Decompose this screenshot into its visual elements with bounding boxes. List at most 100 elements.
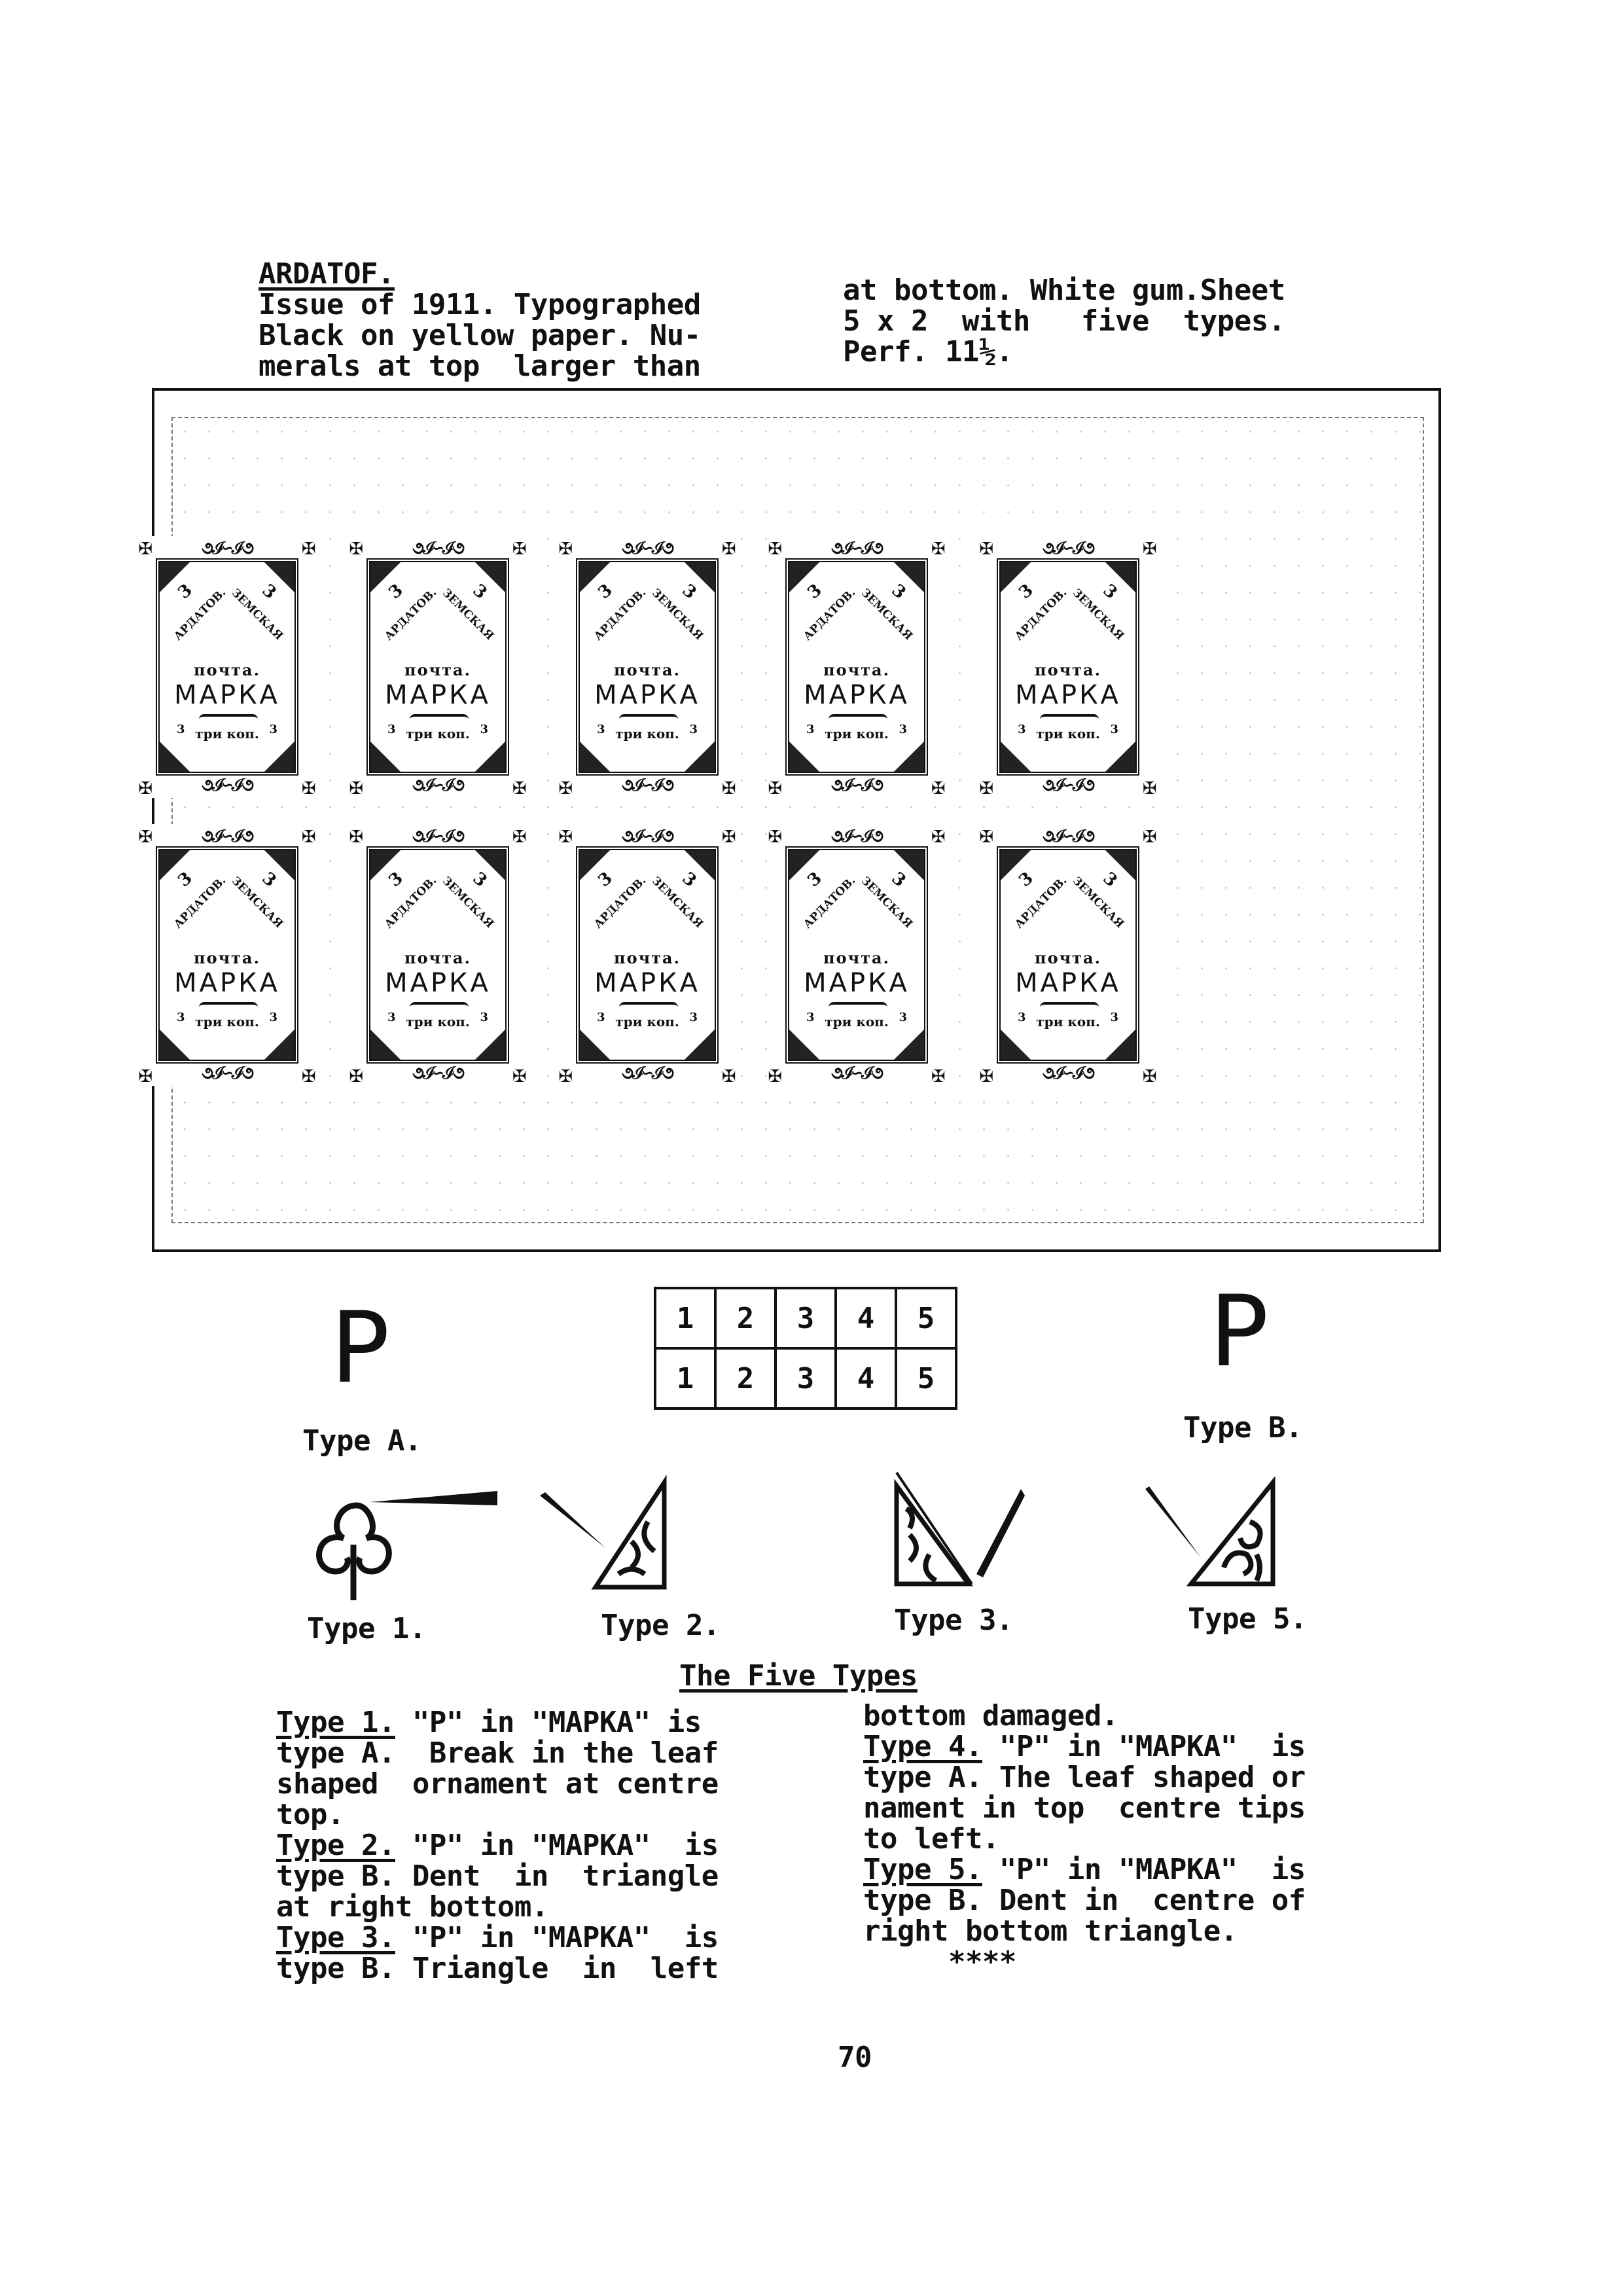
description-text: "P" in "MAPKA" is	[395, 1706, 702, 1739]
scroll-ornament-icon: ૭ℐ∽ℐ૭	[621, 539, 674, 558]
scroll-ornament-icon: ૭ℐ∽ℐ૭	[201, 776, 254, 795]
stamp-value: три коп.	[615, 726, 679, 742]
description-line: right bottom triangle.	[863, 1914, 1238, 1948]
stamp-marka: МАРКА	[385, 968, 491, 998]
description-line: type A. Break in the leaf	[276, 1736, 719, 1770]
description-line: nament in top centre tips	[863, 1791, 1306, 1825]
stamp-numeral: 3	[899, 723, 907, 736]
type-2-triangle-icon	[540, 1475, 667, 1590]
corner-ornament-icon: ✠	[139, 534, 152, 560]
description-text: "P" in "MAPKA" is	[982, 1730, 1306, 1763]
flaw-type-5-label: Type 5.	[1188, 1602, 1307, 1636]
corner-ornament-icon: ✠	[349, 774, 363, 800]
scroll-ornament-icon: ૭ℐ∽ℐ૭	[830, 776, 883, 795]
brace-ornament	[829, 714, 887, 722]
cell: 3	[774, 1347, 837, 1410]
letter-type-a-label: Type A.	[302, 1424, 421, 1458]
scroll-ornament-icon: ૭ℐ∽ℐ૭	[412, 776, 465, 795]
description-line: top.	[276, 1798, 344, 1831]
stamp-pochta: почта.	[823, 948, 890, 967]
flaw-type-1-label: Type 1.	[307, 1612, 426, 1645]
scroll-ornament-icon: ૭ℐ∽ℐ૭	[830, 827, 883, 846]
stamp-value: три коп.	[1036, 726, 1100, 742]
description-line: to left.	[863, 1822, 999, 1856]
corner-ornament-icon: ✠	[768, 822, 782, 848]
stamp-value: три коп.	[615, 1014, 679, 1030]
stamp-pochta: почта.	[404, 660, 471, 679]
stamp-marka: МАРКА	[804, 968, 910, 998]
stamp-numeral: 3	[387, 1011, 396, 1024]
stamp-numeral: 3	[597, 723, 605, 736]
stamp-marka: МАРКА	[1015, 968, 1121, 998]
stamp-marka: МАРКА	[594, 968, 700, 998]
scroll-ornament-icon: ૭ℐ∽ℐ૭	[412, 1064, 465, 1083]
stamp-value: три коп.	[825, 1014, 889, 1030]
stamp-value: три коп.	[1036, 1014, 1100, 1030]
corner-ornament-icon: ✠	[768, 1062, 782, 1088]
stamp-zemstvo: ЗЕМСКАЯ	[1069, 874, 1127, 931]
corner-ornament-icon: ✠	[302, 774, 315, 800]
stamp-zemstvo: ЗЕМСКАЯ	[439, 586, 497, 643]
stamp-numeral: 3	[480, 723, 488, 736]
corner-ornament-icon: ✠	[1143, 774, 1156, 800]
intro-line: 5 x 2 with five types.	[843, 304, 1285, 338]
stamp-numeral: 3	[1018, 723, 1026, 736]
corner-ornament-icon: ✠	[139, 1062, 152, 1088]
stamp-pochta: почта.	[823, 660, 890, 679]
corner-ornament-icon: ✠	[349, 534, 363, 560]
stamp-zemstvo: ЗЕМСКАЯ	[649, 874, 706, 931]
letter-type-b-glyph: P	[1209, 1275, 1269, 1389]
scroll-ornament-icon: ૭ℐ∽ℐ૭	[412, 539, 465, 558]
stamp-zemstvo: ЗЕМСКАЯ	[858, 874, 916, 931]
stamp-numeral: 3	[1018, 1011, 1026, 1024]
brace-ornament	[619, 1002, 678, 1010]
cell: 5	[895, 1287, 957, 1350]
intro-line: Black on yellow paper. Nu-	[259, 319, 701, 352]
stamp-marka: МАРКА	[804, 680, 910, 710]
corner-ornament-icon: ✠	[980, 1062, 993, 1088]
corner-ornament-icon: ✠	[931, 774, 945, 800]
scroll-ornament-icon: ૭ℐ∽ℐ૭	[201, 1064, 254, 1083]
flaw-type-2-label: Type 2.	[601, 1609, 720, 1642]
type-3-triangle-icon	[894, 1471, 1025, 1587]
corner-ornament-icon: ✠	[512, 534, 526, 560]
scroll-ornament-icon: ૭ℐ∽ℐ૭	[621, 1064, 674, 1083]
description-text: "P" in "MAPKA" is	[395, 1921, 719, 1954]
scroll-ornament-icon: ૭ℐ∽ℐ૭	[201, 827, 254, 846]
corner-ornament-icon: ✠	[722, 774, 736, 800]
stamp-numeral: 3	[177, 1011, 185, 1024]
brace-ornament	[410, 1002, 469, 1010]
description-line: at right bottom.	[276, 1890, 548, 1924]
letter-type-a-glyph: P	[330, 1291, 390, 1405]
description-line: type B. Dent in triangle	[276, 1859, 719, 1893]
stamp-marka: МАРКА	[594, 680, 700, 710]
corner-ornament-icon: ✠	[1143, 1062, 1156, 1088]
corner-ornament-icon: ✠	[768, 774, 782, 800]
cell: 3	[774, 1287, 837, 1350]
cell: 1	[654, 1347, 717, 1410]
stamp-numeral: 3	[269, 723, 277, 736]
scroll-ornament-icon: ૭ℐ∽ℐ૭	[830, 539, 883, 558]
intro-line: at bottom. White gum.Sheet	[843, 274, 1285, 307]
description-line: Type 1. "P" in "MAPKA" is	[276, 1707, 719, 1738]
section-heading: ARDATOF.	[259, 257, 395, 291]
stamp-value: три коп.	[825, 726, 889, 742]
type-heading: Type 4.	[863, 1730, 982, 1763]
corner-ornament-icon: ✠	[980, 822, 993, 848]
corner-ornament-icon: ✠	[980, 534, 993, 560]
type-heading: Type 2.	[276, 1829, 395, 1862]
stamp-pochta: почта.	[1035, 948, 1101, 967]
